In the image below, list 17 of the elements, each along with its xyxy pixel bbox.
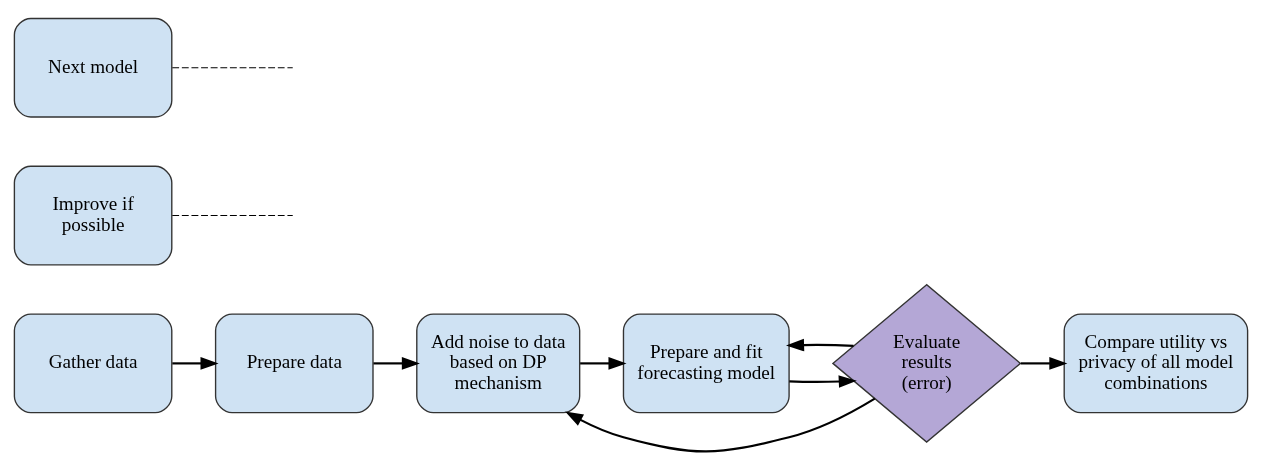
node-box: Add noise to data based on DP mechanism [416, 312, 581, 413]
node-box: Compare utility vs privacy of all model combinations [1063, 312, 1249, 413]
node-box: Prepare data [214, 312, 374, 413]
node-box: Next model [13, 17, 173, 118]
node-diamond: Evaluate results (error) [831, 283, 1022, 443]
node-box: Gather data [13, 312, 173, 413]
arrow [789, 374, 857, 388]
arrow [786, 338, 854, 351]
arrow [373, 356, 420, 370]
arrow [565, 397, 876, 452]
arrow [172, 356, 219, 370]
node-box: Prepare and fit forecasting model [622, 312, 790, 413]
node-box: Improve if possible [13, 165, 173, 266]
connector [171, 66, 294, 68]
arrow [580, 356, 627, 370]
connector [171, 214, 294, 216]
arrow [1020, 356, 1068, 370]
